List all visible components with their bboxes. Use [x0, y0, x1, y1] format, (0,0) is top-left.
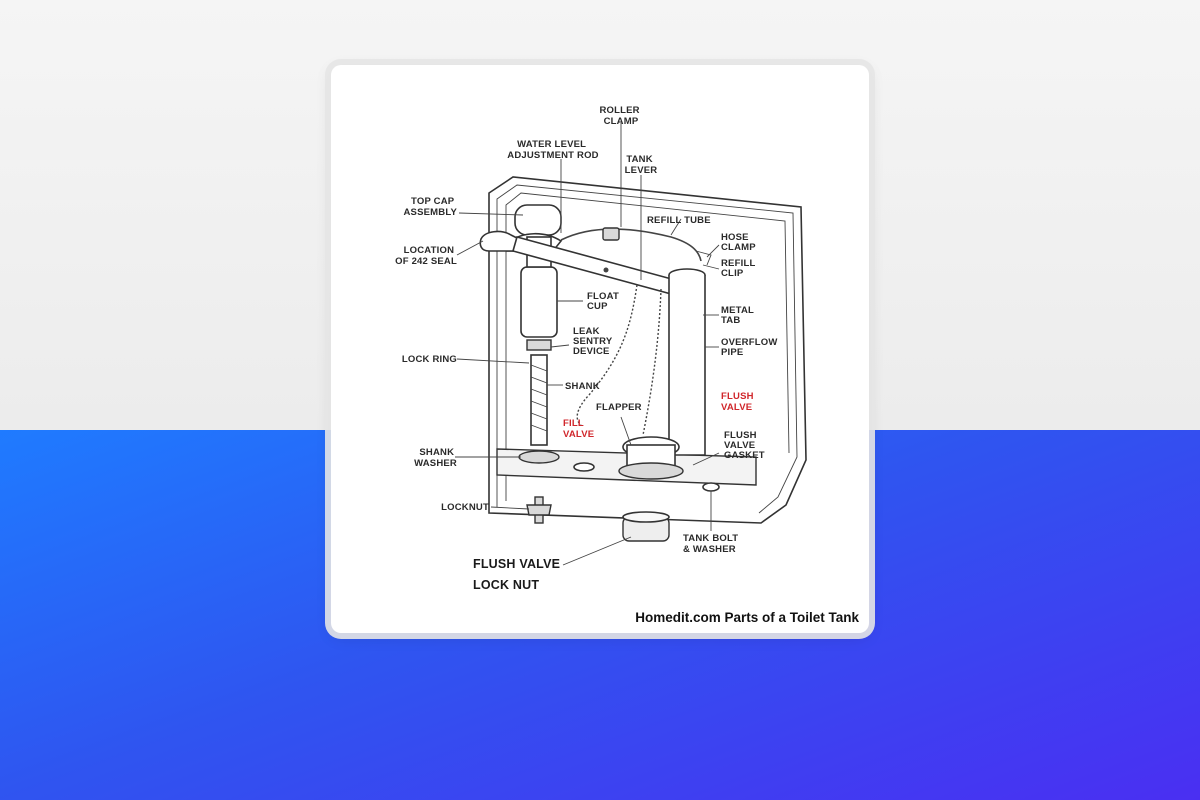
label-lock-ring: LOCK RING	[402, 354, 457, 365]
image-caption: Homedit.com Parts of a Toilet Tank	[635, 610, 859, 625]
label-shank: SHANK	[565, 381, 600, 392]
label-overflow-pipe: OVERFLOW PIPE	[721, 337, 780, 358]
label-refill-tube: REFILL TUBE	[647, 215, 711, 226]
overflow-pipe	[668, 268, 706, 456]
label-roller-clamp: ROLLER CLAMP	[599, 105, 642, 127]
flapper-chain	[576, 284, 662, 436]
label-metal-tab: METAL TAB	[721, 305, 757, 326]
label-float-cup: FLOAT CUP	[587, 291, 622, 312]
toilet-tank-diagram: ROLLER CLAMP WATER LEVEL ADJUSTMENT ROD …	[395, 105, 807, 592]
diagram-card: ROLLER CLAMP WATER LEVEL ADJUSTMENT ROD …	[331, 65, 869, 633]
flapper-valve-base	[573, 436, 720, 542]
label-water-level-rod: WATER LEVEL ADJUSTMENT ROD	[507, 139, 598, 161]
leader-lines	[455, 123, 720, 566]
label-flush-valve: FLUSH VALVE	[721, 391, 757, 413]
refill-tube	[560, 227, 712, 266]
label-refill-clip: REFILL CLIP	[721, 258, 758, 279]
label-242-seal: LOCATION OF 242 SEAL	[395, 245, 457, 267]
label-hose-clamp: HOSE CLAMP	[721, 232, 756, 253]
label-fill-valve: FILL VALVE	[563, 418, 594, 440]
label-leak-sentry: LEAK SENTRY DEVICE	[573, 326, 615, 357]
tank-lever-arm	[479, 230, 702, 302]
label-flush-valve-gasket: FLUSH VALVE GASKET	[724, 430, 765, 461]
diagram-labels: ROLLER CLAMP WATER LEVEL ADJUSTMENT ROD …	[395, 105, 780, 592]
label-top-cap: TOP CAP ASSEMBLY	[403, 196, 457, 218]
label-tank-lever: TANK LEVER	[625, 154, 658, 176]
label-flush-valve-lock-nut: FLUSH VALVE LOCK NUT	[473, 557, 564, 592]
label-tank-bolt: TANK BOLT & WASHER	[683, 533, 741, 555]
label-flapper: FLAPPER	[596, 402, 642, 413]
label-locknut: LOCKNUT	[441, 502, 489, 513]
label-shank-washer: SHANK WASHER	[414, 447, 457, 469]
